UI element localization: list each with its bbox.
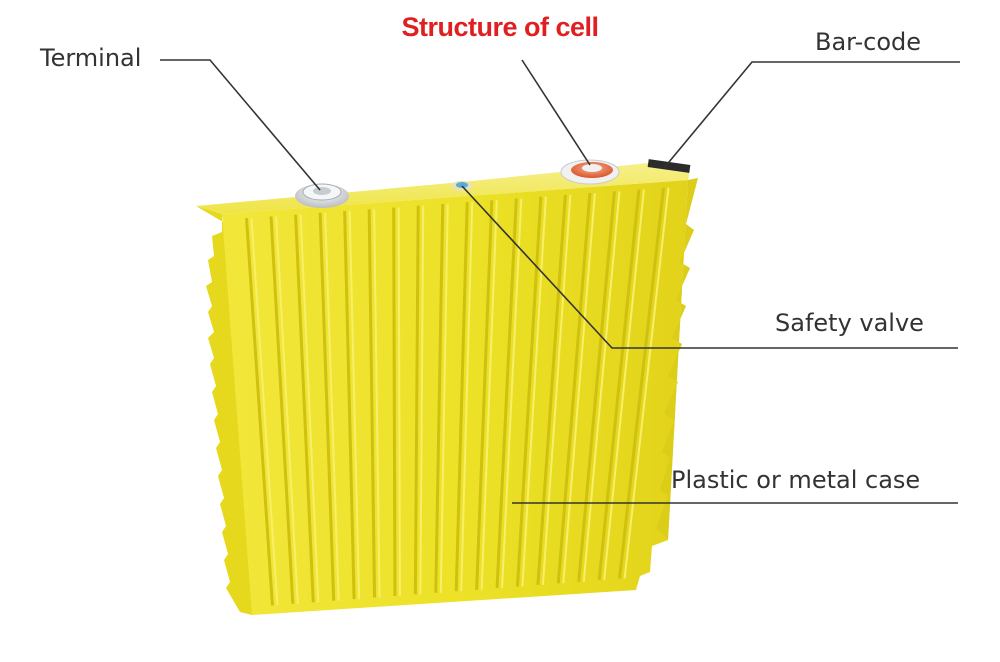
case-groove [536,194,567,586]
case-groove-highlight [419,205,425,595]
case-groove-highlight [299,214,320,603]
barcode-leader-line [663,61,960,169]
safety-valve-leader-line [461,185,958,349]
positive-terminal [560,159,620,185]
case-groove [434,203,445,593]
barcode-strip [647,159,691,173]
case-groove [245,218,274,606]
case-grooves [245,187,670,606]
case-groove [343,211,356,600]
case-groove-highlight [623,187,670,579]
terminal-label: Terminal [40,44,142,72]
diagram-title: Structure of cell [401,12,599,42]
case-groove [556,193,592,584]
case-groove [392,207,397,596]
case-groove [515,196,543,587]
case-groove [475,200,494,590]
case-groove-highlight [460,202,474,592]
leader-lines [160,59,960,504]
case-groove-highlight [250,218,279,606]
case-groove-highlight [541,194,572,585]
safety-valve-label: Safety valve [775,309,924,337]
positive-terminal-leader-line [521,59,591,166]
cell-front-face [222,180,688,615]
case-groove [577,191,616,582]
case-label: Plastic or metal case [671,466,921,494]
case-groove-highlight [324,212,340,601]
terminal-leader-line [160,59,321,191]
case-groove-highlight [480,200,498,590]
case-groove [318,212,336,601]
case-groove [413,205,420,595]
case-groove [294,214,315,603]
barcode-label: Bar-code [815,28,922,56]
case-groove-highlight [582,191,621,582]
case-groove [454,202,469,592]
negative-terminal [295,183,349,208]
case-groove-highlight [397,207,401,596]
case-groove [597,189,641,581]
case-groove [618,187,665,579]
case-groove-highlight [603,189,645,581]
case-groove-highlight [501,198,523,589]
case-groove-highlight [562,193,596,584]
case-groove [269,216,295,604]
case-groove-highlight [373,209,381,598]
case-groove-highlight [348,211,361,600]
case-groove-highlight [521,196,547,587]
case-groove [495,198,518,589]
case-groove-highlight [275,216,299,604]
case-groove [367,209,377,598]
cell-right-edge [656,178,698,540]
case-groove-highlight [439,203,449,593]
